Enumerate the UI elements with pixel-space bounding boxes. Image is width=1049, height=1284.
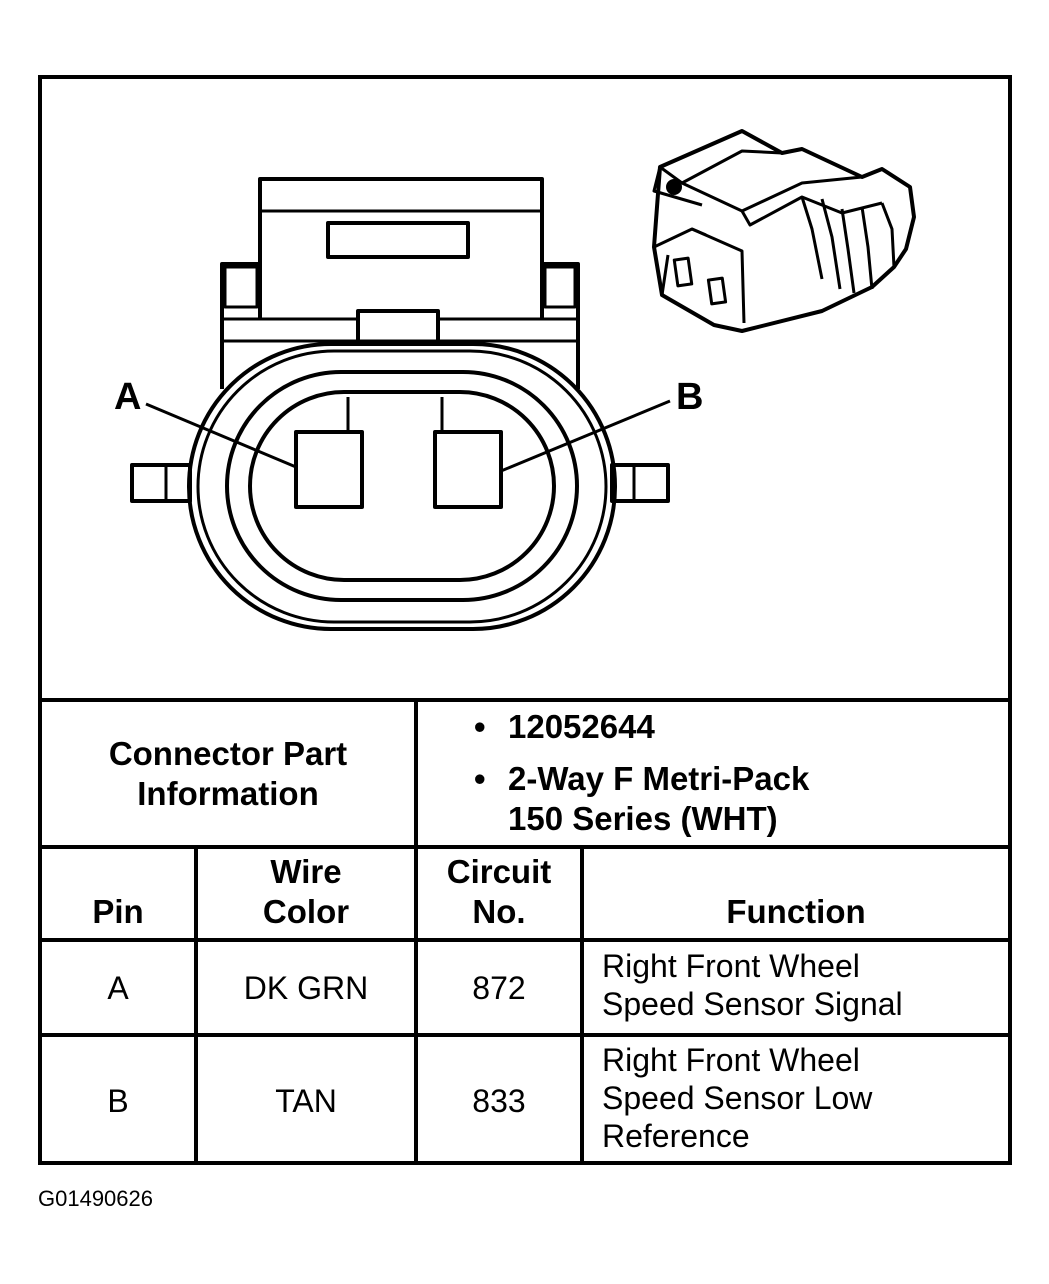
outer-shell xyxy=(187,342,617,631)
row-b-function-line1: Right Front Wheel xyxy=(602,1042,860,1078)
header-circuit-no: Circuit No. xyxy=(418,849,580,938)
table-row-a-function: Right Front Wheel Speed Sensor Signal xyxy=(602,947,903,1023)
description-text: 2-Way F Metri-Pack 150 Series (WHT) xyxy=(508,759,994,839)
right-ear xyxy=(610,463,670,503)
terminal-cavity-b xyxy=(433,430,503,509)
left-ear xyxy=(130,463,192,503)
leader-line-b xyxy=(500,399,671,473)
center-tab xyxy=(356,309,440,341)
latch-housing xyxy=(258,177,544,319)
table-row-b-circuit: 833 xyxy=(472,1083,526,1119)
terminal-cavity-a xyxy=(294,430,364,509)
divider-info-header xyxy=(42,845,1008,849)
callout-a: A xyxy=(114,376,141,418)
table-row-a-pin: A xyxy=(107,969,129,1006)
table-row-b-function: Right Front Wheel Speed Sensor Low Refer… xyxy=(602,1041,872,1155)
latch-window xyxy=(326,221,470,259)
header-pin-text: Pin xyxy=(92,893,144,930)
part-number-item: • 12052644 xyxy=(474,707,994,747)
table-row-a-circuit: 872 xyxy=(472,969,526,1006)
row-b-function-line2: Speed Sensor Low xyxy=(602,1080,873,1116)
table-row-b-pin: B xyxy=(107,1083,129,1119)
outer-shell-inner-edge xyxy=(196,349,608,624)
divider-wire-circuit xyxy=(414,847,418,1165)
row-a-function-line1: Right Front Wheel xyxy=(602,948,860,984)
description-line2: 150 Series (WHT) xyxy=(508,800,778,837)
header-wire-color: Wire Color xyxy=(198,849,414,938)
connector-part-info-line1: Connector Part xyxy=(108,734,348,772)
leader-line-a xyxy=(145,402,297,469)
connector-part-details: • 12052644 • 2-Way F Metri-Pack 150 Seri… xyxy=(474,707,994,839)
header-circuit-line1: Circuit xyxy=(446,853,552,890)
callout-b: B xyxy=(676,376,703,418)
seal-ring xyxy=(225,370,579,602)
figure-code: G01490626 xyxy=(38,1186,153,1211)
connector-isometric-view xyxy=(652,129,916,333)
connector-diagram: A B xyxy=(42,79,1008,699)
header-pin: Pin xyxy=(42,849,194,938)
header-function: Function xyxy=(584,849,1008,938)
table-row-a-wire-color: DK GRN xyxy=(243,969,369,1006)
connector-end-view: A B xyxy=(114,129,916,631)
bullet-icon: • xyxy=(474,708,486,745)
connector-part-info-label: Connector Part Information xyxy=(42,702,414,845)
header-wire-color-line1: Wire xyxy=(270,853,342,890)
part-number: 12052644 xyxy=(508,708,655,745)
divider-header-row-a xyxy=(42,938,1008,942)
description-line1: 2-Way F Metri-Pack xyxy=(508,760,810,797)
connector-figure-frame: A B Connector Part xyxy=(38,75,1012,1165)
description-item: • 2-Way F Metri-Pack 150 Series (WHT) xyxy=(474,759,994,839)
header-function-text: Function xyxy=(726,893,866,930)
header-wire-color-line2: Color xyxy=(262,893,350,930)
inner-cavity xyxy=(248,390,556,582)
divider-pin-wire xyxy=(194,847,198,1165)
divider-row-a-row-b xyxy=(42,1033,1008,1037)
row-a-function-line2: Speed Sensor Signal xyxy=(602,986,903,1022)
housing-shoulders xyxy=(220,262,580,389)
bullet-icon: • xyxy=(474,760,486,797)
divider-circuit-function xyxy=(580,847,584,1165)
connector-part-info-line2: Information xyxy=(137,774,319,812)
header-circuit-line2: No. xyxy=(472,893,526,930)
row-b-function-line3: Reference xyxy=(602,1118,750,1154)
divider-diagram-table xyxy=(42,698,1008,702)
table-row-b-wire-color: TAN xyxy=(275,1083,337,1119)
divider-info-columns xyxy=(414,700,418,847)
